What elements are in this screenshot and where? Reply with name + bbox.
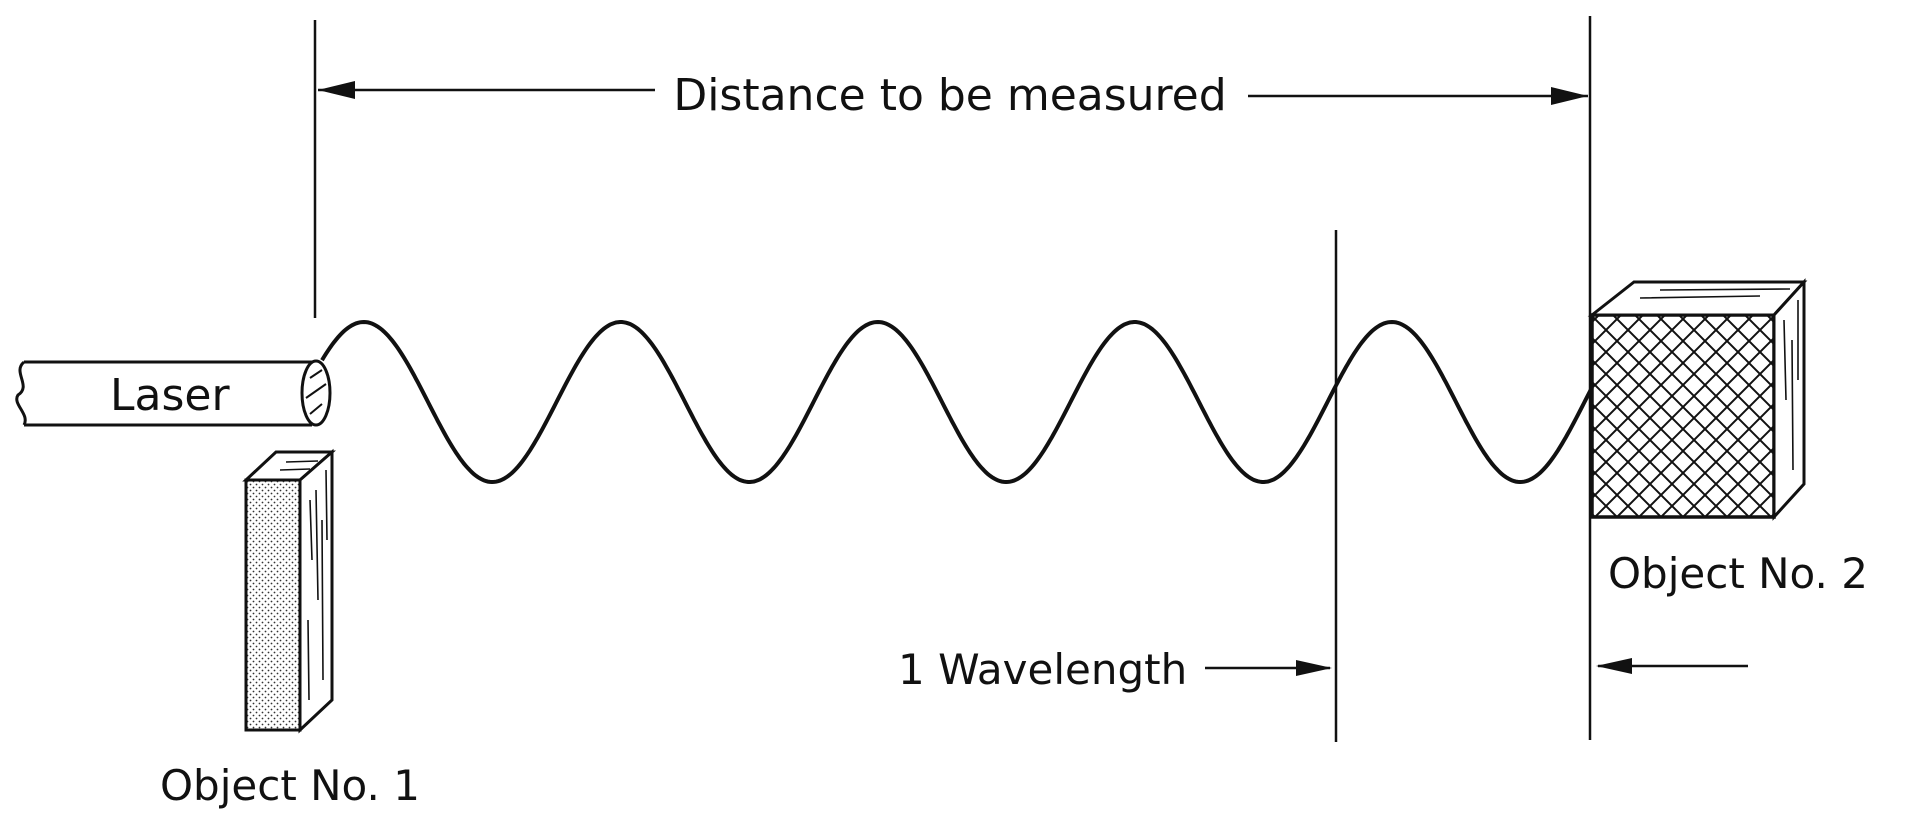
object-2-label: Object No. 2 — [1608, 549, 1868, 598]
left-arrowhead-icon — [318, 81, 355, 99]
right-arrowhead-icon — [1551, 87, 1588, 105]
distance-arrow — [318, 81, 1588, 105]
object-2-arrowhead-icon — [1596, 658, 1632, 674]
object-1-block — [242, 448, 336, 734]
wavelength-label: 1 Wavelength — [898, 645, 1187, 694]
object-2-block — [1587, 278, 1808, 521]
laser-device — [15, 359, 332, 427]
laser-label: Laser — [110, 370, 230, 421]
wavelength-arrowhead-icon — [1296, 660, 1332, 676]
distance-label: Distance to be measured — [673, 70, 1226, 121]
object-1-label: Object No. 1 — [160, 761, 420, 810]
light-wave — [320, 319, 1594, 485]
